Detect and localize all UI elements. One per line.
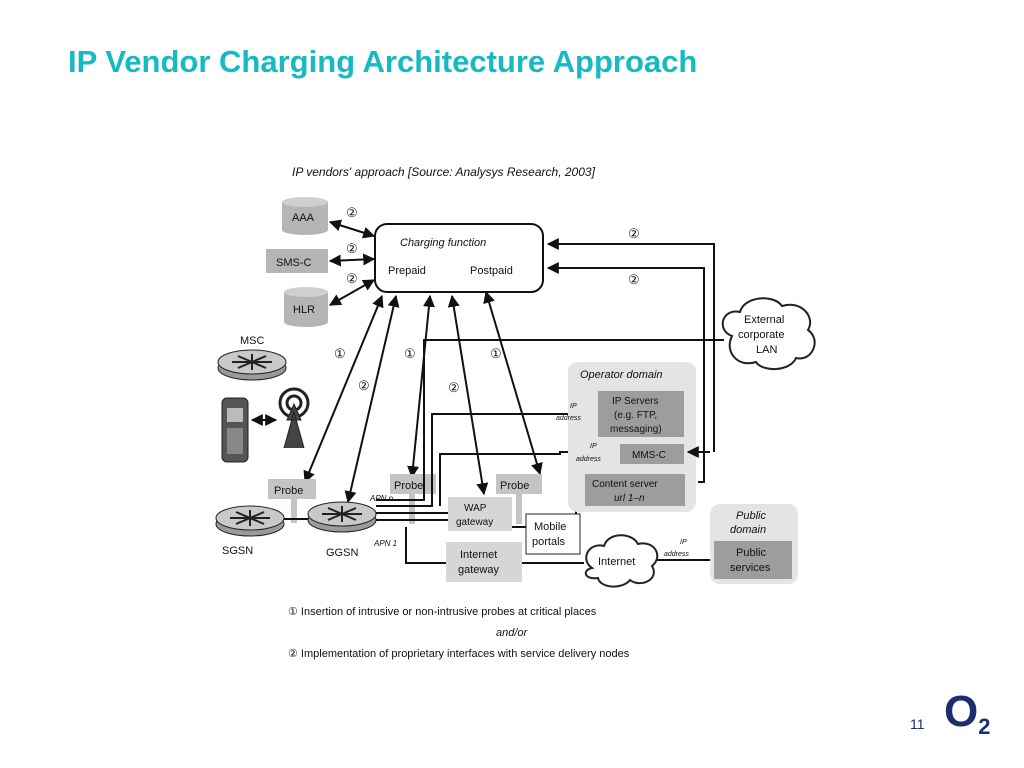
prepaid-label: Prepaid [388,265,426,277]
marker-two-top-right: ② [628,226,640,241]
ip-address-label-1b: address [556,415,581,422]
smsc-label: SMS-C [276,257,312,269]
public-domain: Public domain Public services [710,504,798,584]
external-lan-line3: LAN [756,344,777,356]
legend-item-2: ② Implementation of proprietary interfac… [288,648,630,660]
aaa-label: AAA [292,212,315,224]
ip-servers-line2: (e.g. FTP, [614,410,657,421]
sgsn-label: SGSN [222,545,253,557]
ip-address-label-3: IP [680,539,687,546]
wap-gateway-line1: WAP [464,503,487,514]
external-lan-line1: External [744,314,784,326]
o2-logo: O2 [944,687,991,739]
content-server-line2: url 1–n [614,493,645,504]
operator-domain-label: Operator domain [580,369,663,381]
marker-two-mid-right: ② [628,272,640,287]
ip-servers-line3: messaging) [610,424,662,435]
apn-1-label: APN 1 [373,539,397,548]
ggsn-node: GGSN [307,501,377,559]
marker-one-left: ① [334,346,346,361]
slide-title: IP Vendor Charging Architecture Approach [68,44,698,79]
probe-wap: Probe [496,474,542,524]
apn-n-label: APN n [369,494,394,503]
legend-item-1: ① Insertion of intrusive or non-intrusiv… [288,606,597,618]
ip-address-label-1: IP [570,403,577,410]
charging-function-box: Charging function Prepaid Postpaid [374,223,544,293]
smsc-node: SMS-C [266,249,328,273]
wap-gateway-node: WAP gateway [448,497,512,531]
mobile-portals-line2: portals [532,536,566,548]
wap-gateway-line2: gateway [456,517,493,528]
marker-two-aaa: ② [346,205,358,220]
content-server-line1: Content server [592,479,658,490]
legend-andor: and/or [496,627,529,639]
diagram-caption: IP vendors' approach [Source: Analysys R… [292,165,596,179]
sgsn-node: SGSN [215,505,285,557]
ggsn-label: GGSN [326,547,358,559]
charging-function-title: Charging function [400,237,486,249]
public-services-line1: Public [736,547,766,559]
probe-sgsn: Probe [268,479,316,523]
internet-gateway-node: Internet gateway [446,542,522,582]
external-lan-cloud: External corporate LAN [721,297,816,370]
probe-wap-label: Probe [500,480,529,492]
ip-address-label-3b: address [664,551,689,558]
page-number: 11 [910,716,925,732]
internet-gateway-line2: gateway [458,564,499,576]
marker-two-wap: ② [448,380,460,395]
marker-one-right: ① [490,346,502,361]
mobile-portals-node: Mobile portals [525,513,581,555]
public-domain-line1: Public [736,510,766,522]
postpaid-label: Postpaid [470,265,513,277]
msc-label: MSC [240,335,265,347]
external-lan-line2: corporate [738,329,784,341]
ip-address-label-2: IP [590,443,597,450]
aaa-node: AAA [282,197,328,235]
internet-label: Internet [598,556,635,568]
marker-one-mid: ① [404,346,416,361]
internet-gateway-line1: Internet [460,549,497,561]
ip-address-label-2b: address [576,456,601,463]
ip-servers-line1: IP Servers [612,396,659,407]
mobile-phone-icon [221,397,249,463]
public-domain-line2: domain [730,524,766,536]
internet-cloud: Internet [584,534,659,588]
probe-ggsn-label: Probe [394,480,423,492]
public-services-line2: services [730,562,771,574]
marker-two-hlr: ② [346,271,358,286]
marker-two-ggsn: ② [358,378,370,393]
hlr-node: HLR [284,287,328,327]
mmsc-label: MMS-C [632,450,666,461]
operator-domain: Operator domain IP Servers (e.g. FTP, me… [568,362,696,512]
msc-node: MSC [217,335,287,381]
marker-two-smsc: ② [346,241,358,256]
hlr-label: HLR [293,304,315,316]
mobile-portals-line1: Mobile [534,521,566,533]
antenna-icon [278,387,310,449]
probe-sgsn-label: Probe [274,485,303,497]
